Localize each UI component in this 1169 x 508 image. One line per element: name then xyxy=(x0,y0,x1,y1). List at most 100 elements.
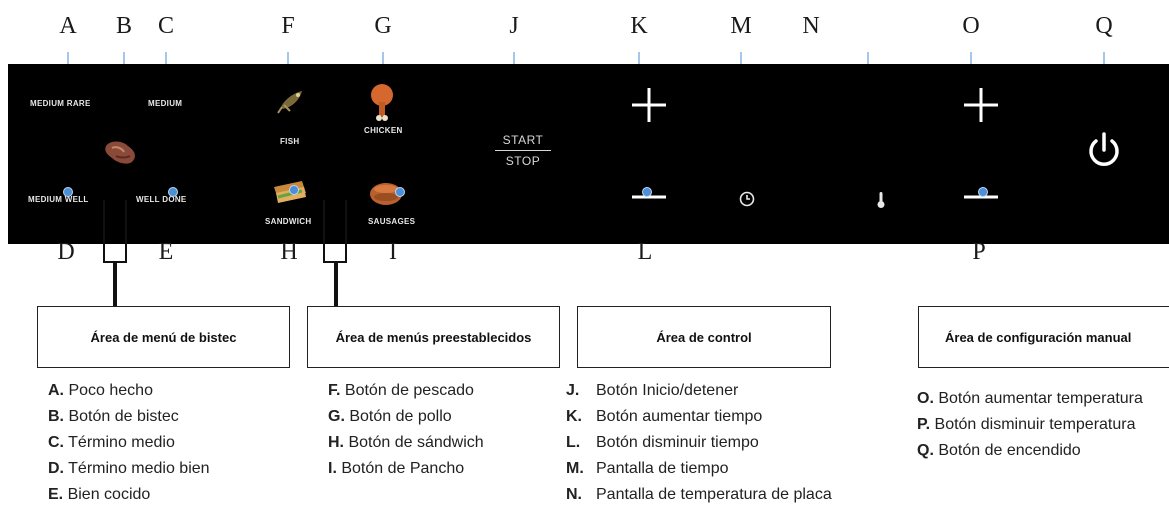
legend-key: F. xyxy=(328,382,341,399)
callout-letter-a: A xyxy=(59,13,77,39)
stop-label: STOP xyxy=(505,154,541,168)
callout-letter-f: F xyxy=(281,13,295,39)
steak-area-title: Área de menú de bistec xyxy=(90,329,237,345)
start-label: START xyxy=(502,133,544,147)
callout-letter-g: G xyxy=(374,13,392,39)
legend-key: K. xyxy=(566,408,582,425)
callout-letter-d: D xyxy=(57,239,75,265)
presets-legend: F. Botón de pescado G. Botón de pollo H.… xyxy=(328,378,484,482)
callout-letter-q: Q xyxy=(1095,13,1113,39)
steak-icon[interactable] xyxy=(102,138,140,166)
legend-key: M. xyxy=(566,460,584,477)
legend-key: L. xyxy=(566,434,581,451)
legend-key: A. xyxy=(48,382,64,399)
medium-label: MEDIUM xyxy=(148,99,183,108)
legend-text: Botón Inicio/detener xyxy=(596,382,739,399)
power-icon[interactable] xyxy=(1086,131,1122,169)
callout-letter-h: H xyxy=(280,239,298,265)
medium-well-label: MEDIUM WELL xyxy=(28,195,89,204)
callout-dot-l xyxy=(642,187,652,197)
legend-item: I. Botón de Pancho xyxy=(328,456,484,482)
legend-item: J. Botón Inicio/detener xyxy=(566,378,832,404)
legend-text: Poco hecho xyxy=(68,382,153,399)
legend-item: A. Poco hecho xyxy=(48,378,210,404)
legend-key: N. xyxy=(566,486,582,503)
well-done-label: WELL DONE xyxy=(136,195,187,204)
legend-item: K.Botón aumentar tiempo xyxy=(566,404,832,430)
legend-text: Botón de pescado xyxy=(344,382,474,399)
sandwich-label: SANDWICH xyxy=(265,217,312,226)
legend-text: Botón de sándwich xyxy=(348,434,484,451)
thermometer-icon xyxy=(877,192,885,208)
legend-text: Botón de pollo xyxy=(349,408,452,425)
callout-letter-p: P xyxy=(972,239,986,265)
legend-item: L. Botón disminuir tiempo xyxy=(566,430,832,456)
legend-text: Pantalla de temperatura de placa xyxy=(596,486,832,503)
presets-area-box: Área de menús preestablecidos xyxy=(307,306,560,368)
legend-item: P. Botón disminuir temperatura xyxy=(917,412,1143,438)
legend-item: B. Botón de bistec xyxy=(48,404,210,430)
start-stop-divider xyxy=(495,150,551,151)
legend-text: Botón disminuir tiempo xyxy=(596,434,759,451)
increase-time-icon[interactable] xyxy=(630,86,668,124)
callout-letter-j: J xyxy=(509,13,519,39)
legend-text: Pantalla de tiempo xyxy=(596,460,729,477)
chicken-label: CHICKEN xyxy=(364,126,403,135)
legend-text: Botón disminuir temperatura xyxy=(934,416,1136,433)
fish-label: FISH xyxy=(280,137,300,146)
clock-icon xyxy=(739,191,755,207)
legend-text: Botón de encendido xyxy=(938,442,1081,459)
callout-dot-d xyxy=(63,187,73,197)
callout-letter-c: C xyxy=(157,13,175,39)
legend-key: G. xyxy=(328,408,345,425)
control-area-box: Área de control xyxy=(577,306,831,368)
callout-letter-n: N xyxy=(802,13,820,39)
callout-letter-k: K xyxy=(630,13,648,39)
legend-item: H. Botón de sándwich xyxy=(328,430,484,456)
chicken-icon[interactable] xyxy=(368,82,396,122)
legend-key: D. xyxy=(48,460,64,477)
steak-area-box: Área de menú de bistec xyxy=(37,306,290,368)
steak-legend: A. Poco hecho B. Botón de bistec C. Térm… xyxy=(48,378,210,508)
decrease-time-icon[interactable] xyxy=(630,192,668,202)
legend-item: F. Botón de pescado xyxy=(328,378,484,404)
legend-item: C. Término medio xyxy=(48,430,210,456)
legend-item: N. Pantalla de temperatura de placa xyxy=(566,482,832,508)
legend-key: J. xyxy=(566,382,580,399)
presets-area-title: Área de menús preestablecidos xyxy=(335,329,532,345)
manual-legend: O. Botón aumentar temperatura P. Botón d… xyxy=(917,386,1143,464)
legend-item: D. Término medio bien xyxy=(48,456,210,482)
callout-letter-o: O xyxy=(962,13,980,39)
legend-item: E. Bien cocido xyxy=(48,482,210,508)
start-stop-button[interactable]: START STOP xyxy=(495,133,551,168)
legend-item: Q. Botón de encendido xyxy=(917,438,1143,464)
legend-key: O. xyxy=(917,390,934,407)
sausages-label: SAUSAGES xyxy=(368,217,416,226)
legend-item: O. Botón aumentar temperatura xyxy=(917,386,1143,412)
control-panel: MEDIUM RARE MEDIUM MEDIUM WELL WELL DONE… xyxy=(8,64,1169,244)
control-area-title: Área de control xyxy=(656,329,752,345)
callout-dot-i xyxy=(395,187,405,197)
callout-letter-i: I xyxy=(389,239,397,265)
increase-temperature-icon[interactable] xyxy=(962,86,1000,124)
callout-letter-m: M xyxy=(730,13,752,39)
legend-item: M. Pantalla de tiempo xyxy=(566,456,832,482)
manual-area-box: Área de configuración manual xyxy=(918,306,1169,368)
legend-text: Término medio xyxy=(68,434,175,451)
legend-key: I. xyxy=(328,460,337,477)
manual-area-title: Área de configuración manual xyxy=(945,329,1132,345)
decrease-temperature-icon[interactable] xyxy=(962,192,1000,202)
legend-item: G. Botón de pollo xyxy=(328,404,484,430)
callout-dot-e xyxy=(168,187,178,197)
legend-key: B. xyxy=(48,408,64,425)
legend-key: H. xyxy=(328,434,344,451)
legend-text: Botón de Pancho xyxy=(341,460,465,477)
callout-dot-h xyxy=(289,185,299,195)
sausages-icon[interactable] xyxy=(368,180,404,208)
legend-text: Término medio bien xyxy=(68,460,210,477)
legend-key: E. xyxy=(48,486,64,503)
legend-key: Q. xyxy=(917,442,934,459)
legend-text: Bien cocido xyxy=(67,486,151,503)
fish-icon[interactable] xyxy=(276,87,306,115)
